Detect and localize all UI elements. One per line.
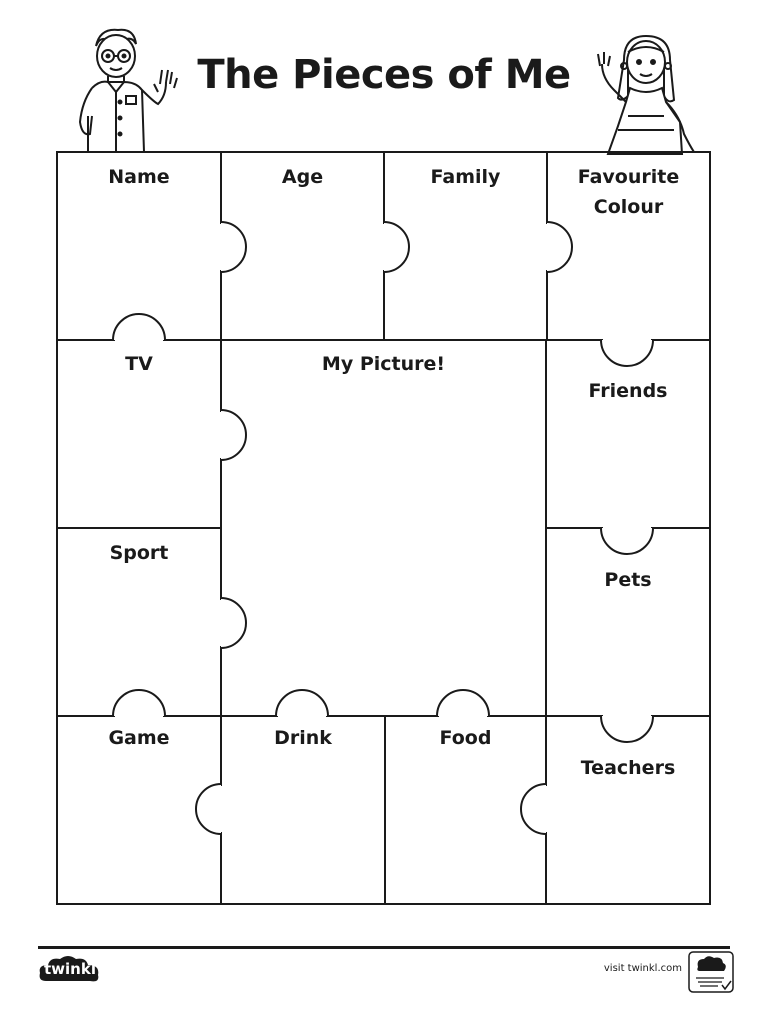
piece-label-tv: TV [125, 353, 153, 375]
girl-waving-illustration [597, 34, 695, 155]
piece-label-family: Family [430, 166, 501, 188]
footer-visit-link[interactable]: visit twinkl.com [603, 963, 682, 974]
twinkl-logo-cloud [39, 956, 99, 982]
piece-label-food: Food [439, 727, 492, 749]
quality-standard-badge-icon [688, 951, 734, 993]
piece-label-age: Age [281, 166, 324, 188]
piece-label-drink: Drink [274, 727, 332, 749]
piece-label-name: Name [108, 166, 170, 188]
twinkl-logo-text: twinkl [44, 960, 96, 978]
piece-label-friends: Friends [588, 380, 668, 402]
piece-label-favourite-colour: Favourite Colour [577, 166, 680, 218]
footer-divider [38, 946, 730, 949]
piece-label-pets: Pets [604, 569, 652, 591]
piece-label-game: Game [108, 727, 170, 749]
piece-label-teachers: Teachers [580, 757, 676, 779]
piece-label-my-picture: My Picture! [321, 353, 446, 375]
page-title: The Pieces of Me [197, 52, 571, 98]
piece-label-sport: Sport [109, 542, 169, 564]
boy-waving-illustration [78, 28, 178, 153]
